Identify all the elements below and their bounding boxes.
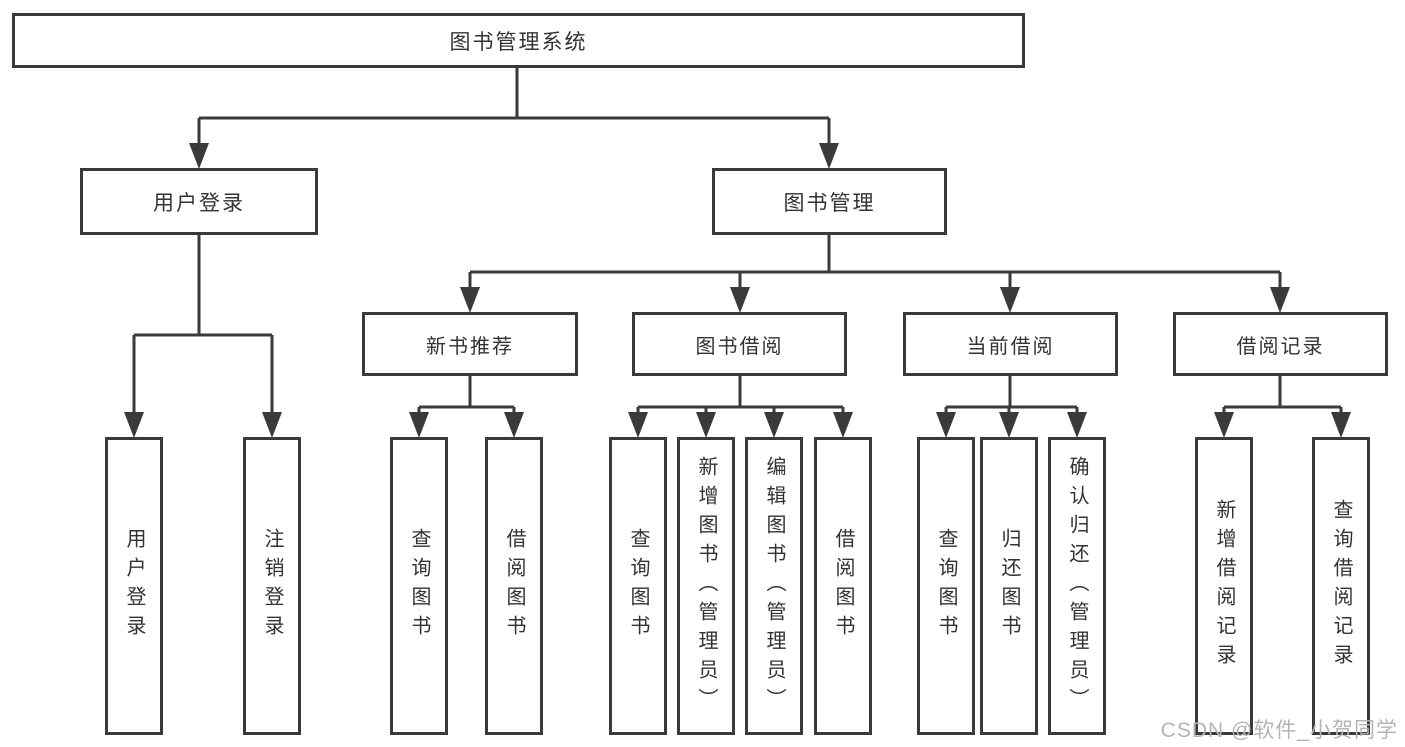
arrowhead	[1331, 412, 1351, 438]
connector-user-login-to-leaves	[124, 235, 282, 438]
connector-new-book-recommend-to-leaves	[409, 376, 524, 438]
arrowhead	[833, 412, 853, 438]
arrowhead	[999, 412, 1019, 438]
node-label: 用户登录	[123, 528, 145, 644]
node-borrow-records: 借阅记录	[1173, 312, 1388, 376]
arrowhead	[189, 143, 209, 169]
node-label: 查询图书	[408, 528, 430, 644]
arrowhead	[1214, 412, 1234, 438]
arrowhead	[696, 412, 716, 438]
connector-borrow-records-to-leaves	[1214, 376, 1351, 438]
connector-root-to-level2	[189, 68, 839, 169]
node-label: 查询图书	[627, 528, 649, 644]
node-label: 查询借阅记录	[1330, 499, 1352, 673]
node-leaf-confirm-return-admin: 确认归还（管理员）	[1048, 437, 1106, 735]
arrowhead	[764, 412, 784, 438]
arrowhead	[1000, 287, 1020, 313]
node-leaf-logout: 注销登录	[243, 437, 301, 735]
node-leaf-query-books-2: 查询图书	[609, 437, 667, 735]
node-current-borrow: 当前借阅	[903, 312, 1118, 376]
node-leaf-user-login: 用户登录	[105, 437, 163, 735]
node-label: 新增借阅记录	[1213, 499, 1235, 673]
arrowhead	[936, 412, 956, 438]
arrowhead	[1270, 287, 1290, 313]
node-root: 图书管理系统	[12, 13, 1025, 68]
arrowhead	[730, 287, 750, 313]
node-label: 新增图书（管理员）	[695, 455, 717, 717]
arrowhead	[262, 412, 282, 438]
node-label: 借阅图书	[832, 528, 854, 644]
arrowhead	[628, 412, 648, 438]
arrowhead	[460, 287, 480, 313]
node-leaf-edit-book-admin: 编辑图书（管理员）	[745, 437, 803, 735]
arrowhead	[124, 412, 144, 438]
arrowhead	[819, 143, 839, 169]
arrowhead	[409, 412, 429, 438]
node-leaf-query-books-1: 查询图书	[390, 437, 448, 735]
arrowhead	[1067, 412, 1087, 438]
node-leaf-borrow-books-1: 借阅图书	[485, 437, 543, 735]
node-leaf-query-books-3: 查询图书	[917, 437, 975, 735]
connector-book-management-to-level3	[460, 234, 1290, 313]
node-new-book-recommend: 新书推荐	[362, 312, 578, 376]
node-label: 归还图书	[998, 528, 1020, 644]
node-book-management: 图书管理	[712, 168, 947, 235]
node-book-borrow: 图书借阅	[632, 312, 847, 376]
node-leaf-query-borrow-record: 查询借阅记录	[1312, 437, 1370, 735]
connector-current-borrow-to-leaves	[936, 376, 1087, 438]
node-label: 注销登录	[261, 528, 283, 644]
node-label: 编辑图书（管理员）	[763, 455, 785, 717]
node-label: 借阅图书	[503, 528, 525, 644]
node-label: 确认归还（管理员）	[1066, 455, 1088, 717]
node-leaf-add-borrow-record: 新增借阅记录	[1195, 437, 1253, 735]
connector-book-borrow-to-leaves	[628, 376, 853, 438]
arrowhead	[504, 412, 524, 438]
watermark: CSDN @软件_小贺同学	[1160, 719, 1398, 742]
node-leaf-add-book-admin: 新增图书（管理员）	[677, 437, 735, 735]
node-leaf-borrow-books-2: 借阅图书	[814, 437, 872, 735]
node-label: 查询图书	[935, 528, 957, 644]
node-leaf-return-book: 归还图书	[980, 437, 1038, 735]
node-user-login: 用户登录	[80, 168, 318, 235]
